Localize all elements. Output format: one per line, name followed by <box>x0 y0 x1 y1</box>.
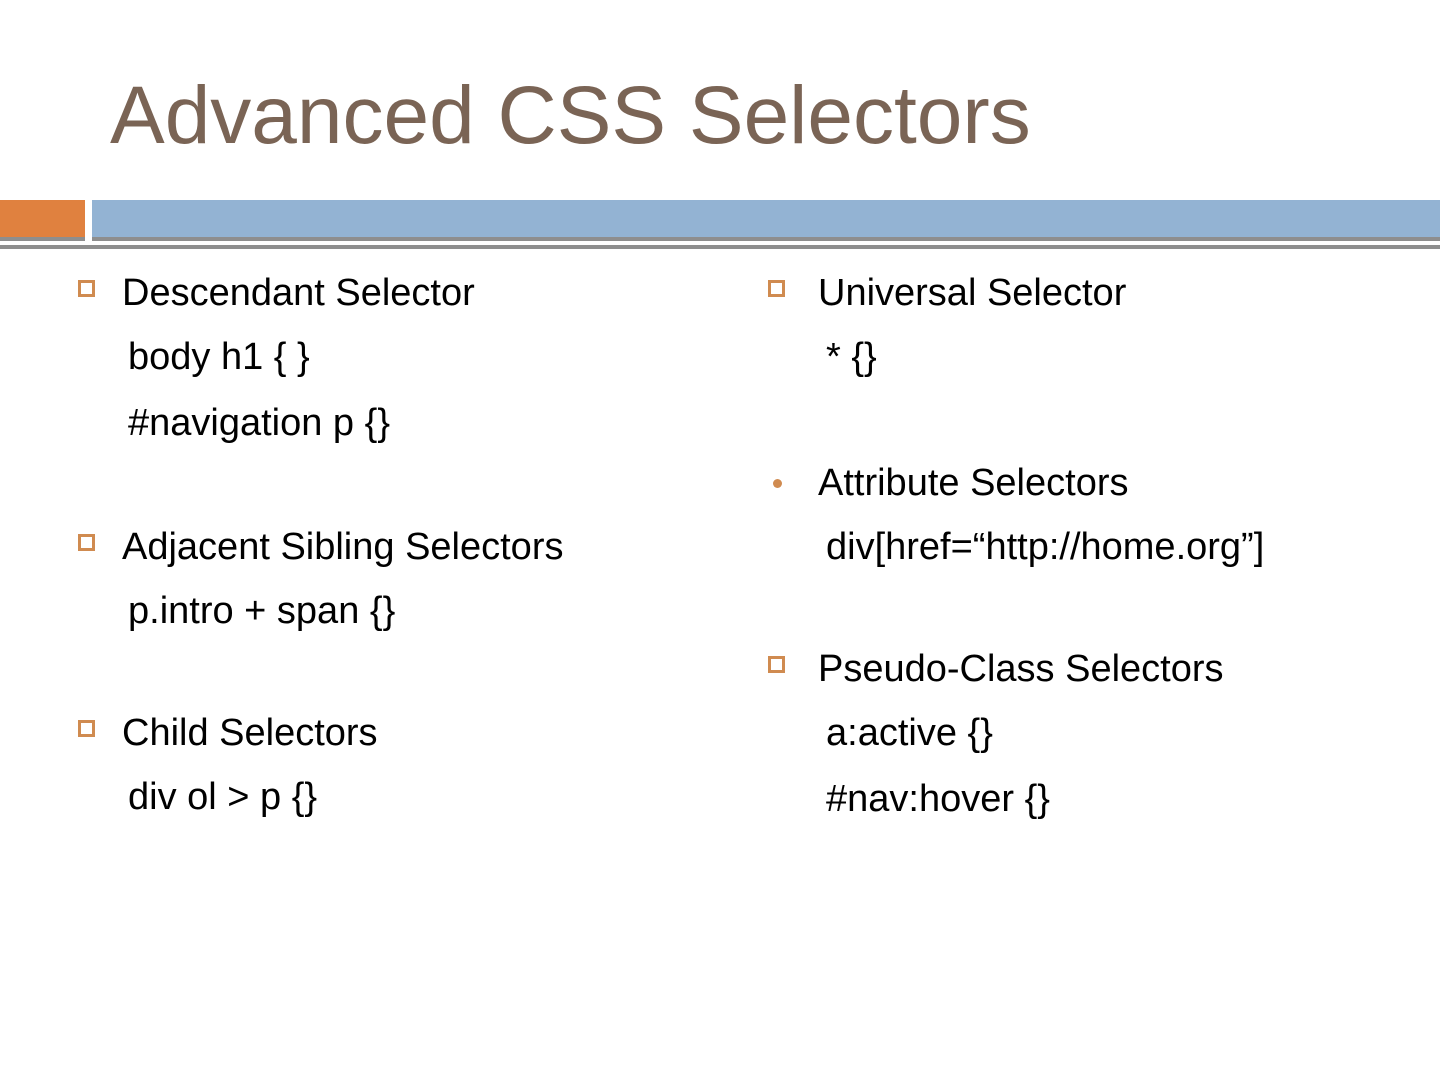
code-line: * {} <box>826 336 877 378</box>
code-line: p.intro + span {} <box>128 590 396 632</box>
code-line: div ol > p {} <box>128 776 318 818</box>
list-item-label: Attribute Selectors <box>818 462 1129 504</box>
code-line: div[href=“http://home.org”] <box>826 526 1265 568</box>
hollow-square-bullet-icon <box>768 280 785 297</box>
code-line: #navigation p {} <box>128 402 391 444</box>
accent-block-orange <box>0 200 85 237</box>
code-line: #nav:hover {} <box>826 778 1050 820</box>
filled-dot-bullet-icon <box>773 479 782 488</box>
bullet-block-pseudo-class-selectors: Pseudo-Class Selectors a:active {} #nav:… <box>760 638 1420 832</box>
content-column-left: Descendant Selector body h1 { } #navigat… <box>70 262 710 830</box>
content-column-right: Universal Selector * {} Attribute Select… <box>760 262 1420 832</box>
list-item-label: Child Selectors <box>122 712 378 754</box>
hollow-square-bullet-icon <box>78 720 95 737</box>
code-line: body h1 { } <box>128 336 310 378</box>
list-item-label: Descendant Selector <box>122 272 475 314</box>
list-item-label: Pseudo-Class Selectors <box>818 648 1224 690</box>
divider-rule-right <box>92 237 1440 241</box>
hollow-square-bullet-icon <box>768 656 785 673</box>
hollow-square-bullet-icon <box>78 280 95 297</box>
block-spacer <box>760 390 1420 452</box>
list-item: Descendant Selector <box>70 262 710 324</box>
hollow-square-bullet-icon <box>78 534 95 551</box>
bullet-block-universal-selector: Universal Selector * {} <box>760 262 1420 390</box>
divider-rule-left <box>0 237 85 241</box>
code-line: a:active {} <box>826 712 993 754</box>
bullet-block-attribute-selectors: Attribute Selectors div[href=“http://hom… <box>760 452 1420 580</box>
block-spacer <box>760 580 1420 638</box>
block-spacer <box>70 456 710 516</box>
list-item: Universal Selector <box>760 262 1420 324</box>
bullet-block-descendant-selector: Descendant Selector body h1 { } #navigat… <box>70 262 710 456</box>
page-title: Advanced CSS Selectors <box>110 70 1031 161</box>
bullet-block-adjacent-sibling-selectors: Adjacent Sibling Selectors p.intro + spa… <box>70 516 710 644</box>
list-item: Child Selectors <box>70 702 710 764</box>
accent-bar-blue <box>92 200 1440 237</box>
list-item-label: Adjacent Sibling Selectors <box>122 526 564 568</box>
block-spacer <box>70 644 710 702</box>
divider-rule-full <box>0 245 1440 249</box>
title-divider-banner <box>0 200 1440 250</box>
list-item: Adjacent Sibling Selectors <box>70 516 710 578</box>
list-item: Attribute Selectors <box>760 452 1420 514</box>
bullet-block-child-selectors: Child Selectors div ol > p {} <box>70 702 710 830</box>
list-item-label: Universal Selector <box>818 272 1127 314</box>
list-item: Pseudo-Class Selectors <box>760 638 1420 700</box>
